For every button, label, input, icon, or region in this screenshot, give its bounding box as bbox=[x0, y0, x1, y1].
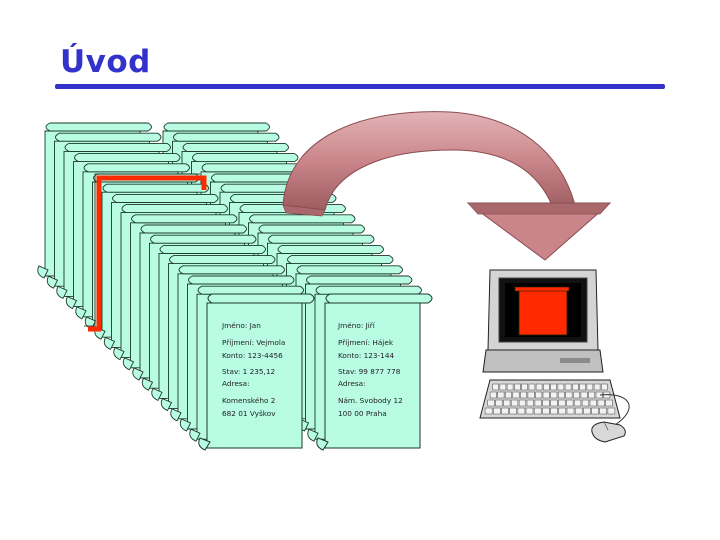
keyboard-key bbox=[512, 391, 520, 399]
keyboard-key bbox=[533, 407, 542, 415]
keyboard-key bbox=[564, 383, 572, 391]
keyboard-key bbox=[550, 383, 557, 391]
keyboard-key bbox=[509, 407, 517, 415]
keyboard-key bbox=[557, 391, 565, 399]
keyboard-key bbox=[589, 399, 597, 407]
computer-icon bbox=[479, 269, 630, 426]
title-underline bbox=[55, 84, 665, 89]
keyboard-key bbox=[501, 407, 509, 415]
keyboard-key bbox=[581, 399, 590, 407]
keyboard-key bbox=[580, 391, 588, 399]
mouse-icon bbox=[591, 421, 626, 443]
keyboard-key bbox=[495, 399, 503, 407]
keyboard-key bbox=[558, 407, 567, 415]
record-name: Jméno: Jiří bbox=[337, 321, 376, 330]
keyboard-key bbox=[550, 407, 558, 415]
highlighted-record-edge bbox=[84, 173, 200, 327]
keyboard-keys bbox=[484, 383, 616, 415]
keyboard-key bbox=[497, 391, 505, 399]
record-address-label: Adresa: bbox=[222, 379, 250, 388]
keyboard-key bbox=[572, 383, 579, 391]
keyboard-key bbox=[557, 383, 565, 391]
record-city: 682 01 Vyškov bbox=[222, 409, 276, 418]
keyboard-key bbox=[558, 399, 566, 407]
keyboard-key bbox=[543, 383, 550, 391]
keyboard-key bbox=[591, 407, 599, 415]
keyboard-key bbox=[534, 399, 542, 407]
keyboard-key bbox=[542, 399, 550, 407]
keyboard-key bbox=[484, 407, 493, 415]
keyboard-key bbox=[518, 399, 527, 407]
keyboard-key bbox=[535, 383, 543, 391]
record-card-vejmola: Jméno: Jan Příjmení: Vejmola Konto: 123-… bbox=[198, 293, 315, 451]
record-city: 100 00 Praha bbox=[338, 409, 387, 418]
keyboard-key bbox=[573, 391, 580, 399]
record-balance: Stav: 99 877 778 bbox=[338, 367, 401, 376]
keyboard-key bbox=[583, 407, 591, 415]
keyboard-key bbox=[489, 391, 497, 399]
keyboard-key bbox=[566, 399, 574, 407]
record-name: Jméno: Jan bbox=[221, 321, 261, 330]
keyboard-key bbox=[510, 399, 519, 407]
keyboard-key bbox=[601, 383, 608, 391]
keyboard-key bbox=[504, 391, 512, 399]
keyboard-key bbox=[593, 383, 601, 391]
record-street: Nám. Svobody 12 bbox=[338, 396, 403, 405]
record-surname: Příjmení: Vejmola bbox=[222, 338, 285, 347]
keyboard-key bbox=[597, 399, 605, 407]
keyboard-key bbox=[573, 399, 582, 407]
keyboard-key bbox=[607, 407, 616, 415]
keyboard-key bbox=[520, 391, 528, 399]
keyboard-key bbox=[550, 399, 558, 407]
keyboard-key bbox=[579, 383, 586, 391]
keyboard-key bbox=[565, 391, 573, 399]
keyboard-key bbox=[542, 407, 550, 415]
record-account: Konto: 123-4456 bbox=[222, 351, 283, 360]
keyboard-key bbox=[526, 399, 534, 407]
keyboard-key bbox=[599, 407, 607, 415]
keyboard-key bbox=[605, 399, 613, 407]
curved-arrow-icon bbox=[282, 111, 612, 261]
record-card-hajek: Jméno: Jiří Příjmení: Hájek Konto: 123-1… bbox=[316, 293, 433, 451]
keyboard-key bbox=[514, 383, 521, 391]
keyboard-key bbox=[506, 383, 514, 391]
keyboard-key bbox=[542, 391, 550, 399]
keyboard-key bbox=[586, 383, 594, 391]
keyboard-key bbox=[525, 407, 534, 415]
keyboard-key bbox=[493, 407, 501, 415]
keyboard-key bbox=[492, 383, 499, 391]
keyboard-key bbox=[487, 399, 495, 407]
keyboard-key bbox=[521, 383, 528, 391]
keyboard-key bbox=[550, 391, 558, 399]
keyboard-key bbox=[566, 407, 575, 415]
keyboard-key bbox=[528, 383, 536, 391]
keyboard-key bbox=[535, 391, 543, 399]
keyboard-key bbox=[527, 391, 535, 399]
keyboard-key bbox=[503, 399, 511, 407]
keyboard-key bbox=[499, 383, 507, 391]
keyboard-key bbox=[588, 391, 596, 399]
record-street: Komenského 2 bbox=[222, 396, 275, 405]
record-balance: Stav: 1 235,12 bbox=[222, 367, 275, 376]
slide-title: Úvod bbox=[60, 44, 151, 80]
highlighted-record-path bbox=[88, 175, 207, 332]
record-address-label: Adresa: bbox=[338, 379, 366, 388]
record-account: Konto: 123-144 bbox=[338, 351, 394, 360]
keyboard-key bbox=[574, 407, 583, 415]
record-surname: Příjmení: Hájek bbox=[338, 338, 394, 347]
keyboard-key bbox=[517, 407, 526, 415]
